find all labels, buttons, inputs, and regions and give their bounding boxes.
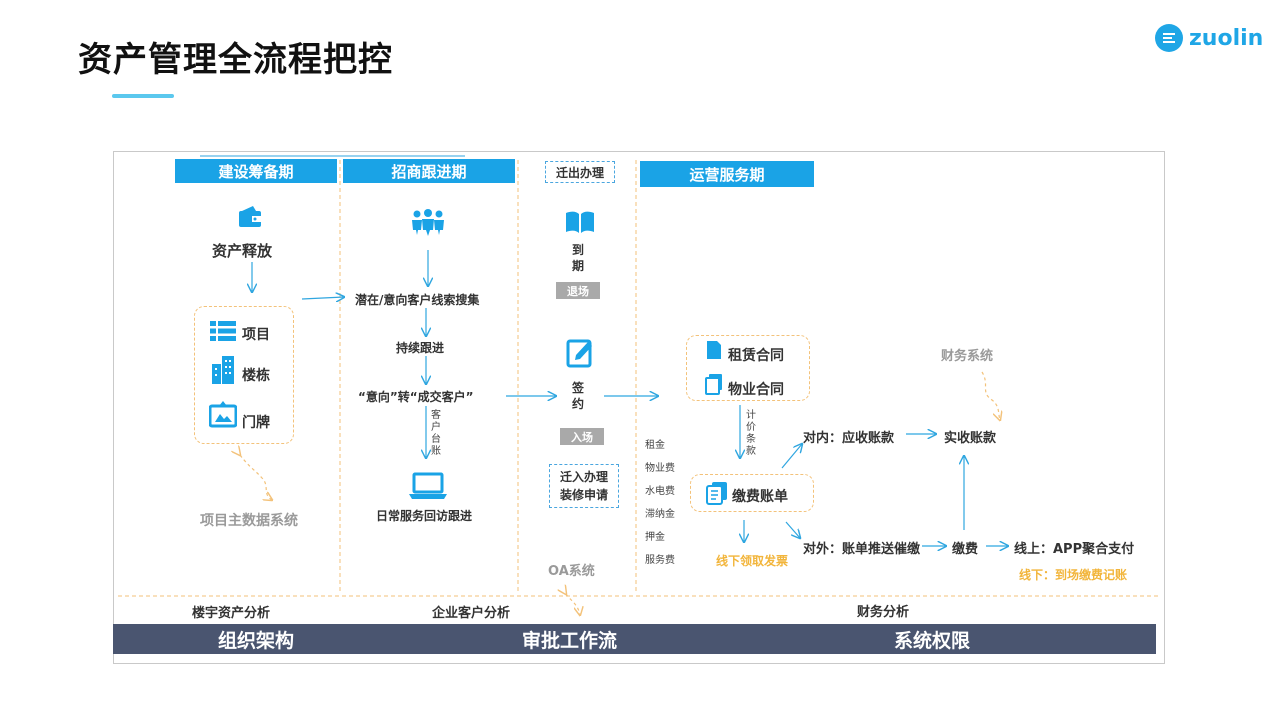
fee-rent: 租金 bbox=[645, 440, 665, 451]
fee-deposit: 押金 bbox=[645, 532, 665, 543]
asset-hierarchy-box bbox=[194, 306, 294, 444]
expire-label: 到期 bbox=[572, 243, 585, 273]
doorplate-label: 门牌 bbox=[242, 415, 270, 431]
billing-box bbox=[690, 474, 814, 512]
org-structure-label: 组织架构 bbox=[218, 630, 295, 652]
convert-client-label: “意向”转“成交客户” bbox=[358, 390, 474, 404]
fee-late: 滞纳金 bbox=[645, 509, 675, 520]
property-contract-label: 物业合同 bbox=[728, 382, 784, 398]
sign-label: 签约 bbox=[572, 381, 585, 411]
oa-system-label: OA系统 bbox=[548, 564, 595, 579]
internal-receivable-label: 对内：应收账款 bbox=[803, 431, 895, 446]
foundation-bar bbox=[113, 624, 1156, 654]
logo-text: zuolin bbox=[1189, 25, 1264, 51]
fee-utilities: 水电费 bbox=[645, 486, 675, 497]
laptop-icon bbox=[408, 472, 448, 504]
building-asset-analysis-label: 楼宇资产分析 bbox=[192, 606, 271, 621]
move-in-box: 迁入办理 装修申请 bbox=[549, 464, 619, 508]
lead-collection-label: 潜在/意向客户线索搜集 bbox=[355, 293, 480, 307]
phase-header-operation: 运营服务期 bbox=[640, 161, 814, 187]
approval-workflow-label: 审批工作流 bbox=[522, 630, 618, 652]
bill-icon bbox=[706, 481, 728, 509]
fee-list: 租金 物业费 水电费 滞纳金 押金 服务费 bbox=[645, 436, 675, 566]
actual-receipt-label: 实收账款 bbox=[944, 431, 997, 446]
offline-invoice-label: 线下领取发票 bbox=[716, 554, 789, 568]
wallet-icon bbox=[237, 205, 263, 233]
renovation-label: 装修申请 bbox=[559, 488, 608, 502]
payment-label: 缴费 bbox=[952, 542, 979, 557]
fee-property: 物业费 bbox=[645, 463, 675, 474]
diagram-frame bbox=[113, 151, 1165, 664]
phase-header-construction: 建设筹备期 bbox=[175, 159, 337, 183]
enterprise-client-analysis-label: 企业客户分析 bbox=[432, 606, 511, 621]
contracts-box bbox=[686, 335, 810, 401]
brand-logo: zuolin bbox=[1155, 24, 1263, 52]
move-in-label: 迁入办理 bbox=[559, 470, 608, 484]
phase-header-investment: 招商跟进期 bbox=[343, 159, 515, 183]
pricing-terms-label: 计价条款 bbox=[746, 410, 756, 457]
title-underline bbox=[112, 94, 174, 98]
client-ledger-label: 客户台账 bbox=[431, 410, 441, 457]
system-permissions-label: 系统权限 bbox=[894, 630, 971, 652]
billing-label: 缴费账单 bbox=[732, 489, 788, 505]
fee-service: 服务费 bbox=[645, 555, 675, 566]
external-push-label: 对外：账单推送催缴 bbox=[803, 542, 921, 557]
daily-service-label: 日常服务回访跟进 bbox=[376, 509, 473, 523]
open-book-icon bbox=[565, 210, 595, 238]
asset-release-label: 资产释放 bbox=[212, 242, 273, 260]
project-label: 项目 bbox=[242, 327, 270, 343]
people-group-icon bbox=[410, 208, 446, 240]
list-icon bbox=[210, 320, 236, 346]
building-icon bbox=[210, 354, 236, 388]
page-title: 资产管理全流程把控 bbox=[78, 40, 393, 80]
online-payment-label: 线上：APP聚合支付 bbox=[1014, 542, 1135, 557]
pen-edit-icon bbox=[566, 338, 594, 372]
follow-up-label: 持续跟进 bbox=[396, 341, 445, 355]
offline-record-label: 线下：到场缴费记账 bbox=[1019, 568, 1128, 582]
doorplate-icon bbox=[208, 400, 238, 432]
financial-analysis-label: 财务分析 bbox=[857, 605, 910, 620]
building-label: 楼栋 bbox=[242, 368, 270, 384]
phase-header-moveout: 迁出办理 bbox=[545, 161, 615, 183]
exit-tag: 退场 bbox=[556, 282, 600, 299]
document-icon bbox=[706, 340, 722, 364]
lease-contract-label: 租赁合同 bbox=[728, 348, 784, 364]
zuolin-logo-icon bbox=[1155, 24, 1183, 52]
finance-system-label: 财务系统 bbox=[941, 349, 994, 364]
master-data-system-label: 项目主数据系统 bbox=[200, 513, 298, 529]
stacked-documents-icon bbox=[705, 373, 723, 399]
enter-tag: 入场 bbox=[560, 428, 604, 445]
